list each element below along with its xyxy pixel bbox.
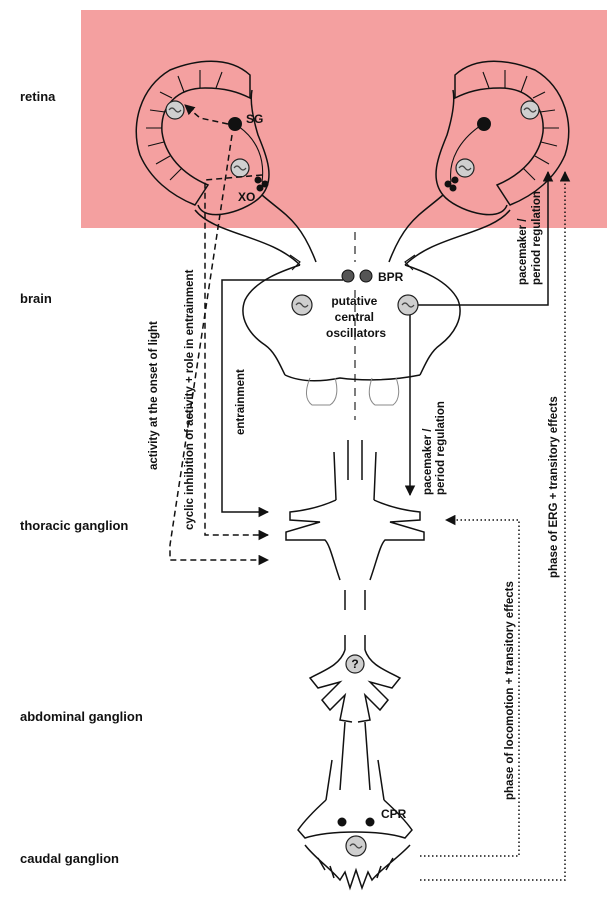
region-label-abdominal: abdominal ganglion	[20, 709, 143, 724]
right-sg-gland	[477, 117, 491, 131]
arrow-phase-erg	[420, 172, 565, 880]
left-connective-ghost	[306, 378, 336, 405]
region-label-caudal: caudal ganglion	[20, 851, 119, 866]
bpr-photoreceptors	[342, 270, 372, 282]
right-retina-oscillator-2	[456, 159, 474, 177]
right-connective-ghost	[369, 378, 398, 405]
region-label-brain: brain	[20, 291, 52, 306]
label-cpr: CPR	[381, 807, 407, 821]
svg-text:?: ?	[351, 657, 358, 671]
label-entrainment: entrainment	[235, 369, 247, 435]
region-label-thoracic: thoracic ganglion	[20, 518, 128, 533]
cpr-left-icon	[338, 818, 347, 827]
label-pacemaker-brain: pacemaker / period regulation	[422, 401, 447, 495]
label-central-oscillators: putative central oscillators	[326, 294, 386, 340]
bpr-right-icon	[360, 270, 372, 282]
arrow-cyclic-inhibition	[205, 175, 268, 535]
brain-bottom	[285, 375, 420, 381]
thoracic-ganglion-shape	[286, 500, 424, 580]
abdominal-oscillator: ?	[346, 655, 364, 673]
left-retina-oscillator-2	[231, 159, 249, 177]
left-retina-oscillator-1	[166, 101, 184, 119]
label-phase-erg: phase of ERG + transitory effects	[548, 396, 560, 578]
left-sg-gland	[228, 117, 242, 131]
label-bpr: BPR	[378, 270, 404, 284]
right-retina-oscillator-1	[521, 101, 539, 119]
connective-upper	[334, 440, 376, 500]
brain-oscillator-left	[292, 295, 312, 315]
label-cyclic-inhibition: cyclic inhibition of activity + role in …	[184, 269, 196, 530]
cpr-right-icon	[366, 818, 375, 827]
bpr-left-icon	[342, 270, 354, 282]
label-phase-locomotion: phase of locomotion + transitory effects	[504, 581, 516, 800]
cpr-photoreceptors	[338, 818, 375, 827]
label-sg: SG	[246, 112, 263, 126]
caudal-oscillator	[346, 836, 366, 856]
brain: BPR putative central oscillators	[243, 255, 460, 405]
brain-oscillator-right	[398, 295, 418, 315]
connective-lower	[326, 722, 384, 800]
ventral-nerve-cord: ? CPR	[286, 440, 424, 888]
region-label-retina: retina	[20, 89, 56, 104]
label-xo: XO	[238, 190, 255, 204]
label-activity-onset: activity at the onset of light	[148, 321, 160, 470]
connective-middle	[345, 590, 365, 650]
